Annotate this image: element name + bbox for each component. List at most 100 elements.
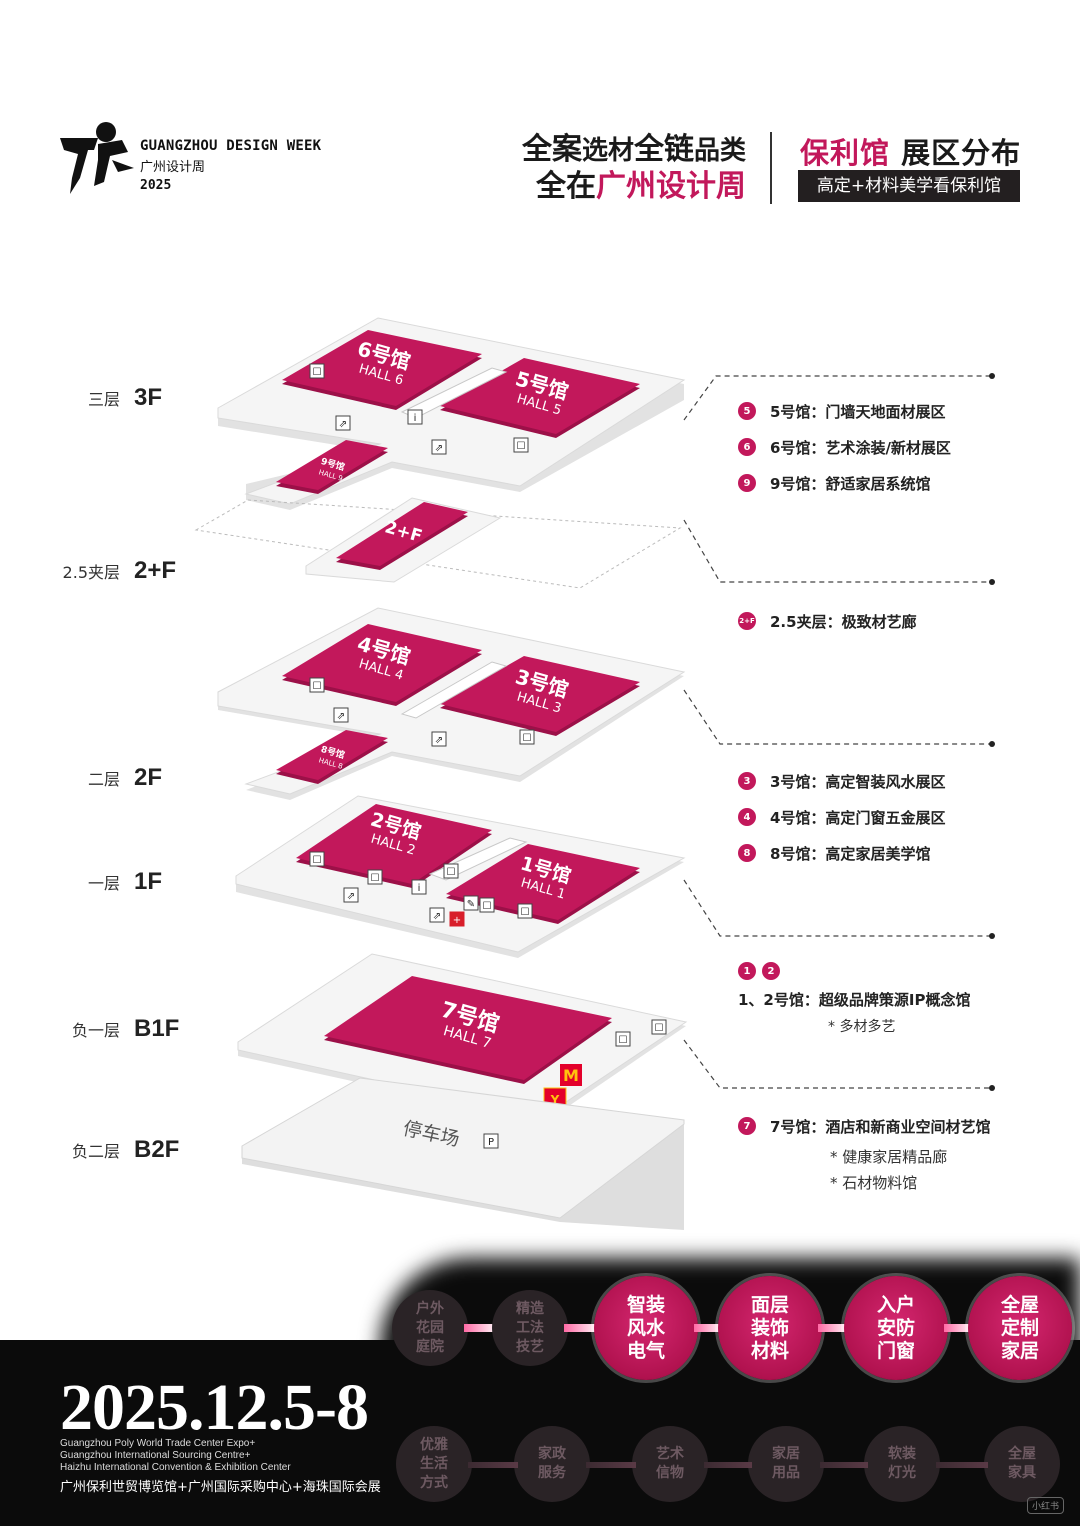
venue-english-line: Guangzhou Poly World Trade Center Expo+ [60,1438,256,1449]
hall-4-block[interactable] [282,624,482,702]
escalator-icon: ⇗ [343,887,359,903]
event-date: 2025.12.5-8 [60,1371,369,1444]
flow-arrow-faded [586,1462,636,1468]
category-circle-text: 电气 [626,1339,665,1362]
svg-text:i: i [418,883,421,894]
svg-text:M: M [563,1066,579,1085]
hall-number-badge: 4 [738,808,756,826]
venue-english-line: Haizhu International Convention & Exhibi… [60,1462,291,1473]
svg-text:☐: ☐ [521,907,530,918]
category-circle-text: 服务 [538,1465,566,1481]
floor-label-cn: 三层 [87,390,120,409]
category-circle-text: 方式 [420,1474,448,1491]
flow-arrow-faded [468,1462,518,1468]
svg-text:⇗: ⇗ [339,419,347,430]
svg-text:Y: Y [550,1093,560,1107]
slogan-word: 全链 [633,132,694,167]
connector-dots [989,373,995,1091]
page-title-text: 展区分布 [890,136,1022,170]
design-week-logo-icon [60,122,134,194]
service-icon: ☐ [443,863,459,879]
category-circle-text: 技艺 [516,1338,544,1355]
floor-label-cn: 负一层 [71,1021,120,1040]
floor-label-cn: 负二层 [71,1142,120,1161]
hall-6-block[interactable] [282,330,482,406]
category-circle-text: 智装 [626,1293,665,1316]
hall-2-block[interactable] [296,804,492,884]
svg-text:⇗: ⇗ [337,711,345,722]
restroom-icon: ☐ [309,677,325,693]
escalator-icon: ⇗ [431,439,447,455]
hall-number-badge: 1 [738,962,756,980]
floor-3f [217,317,686,510]
brand-name-cn: 广州设计周 [140,160,206,175]
category-circle: 户外花园庭院 [392,1290,468,1366]
category-circle-text: 全屋 [1008,1446,1036,1462]
hall-number-badge: 3 [738,772,756,790]
category-circle-text: 软装 [888,1446,916,1462]
svg-text:☐: ☐ [523,733,532,744]
parking-sign-icon: P [483,1133,499,1149]
floor-1f [235,795,686,958]
header-divider [770,132,772,204]
hall-7-block[interactable] [324,976,612,1080]
venue-chinese: 广州保利世贸博览馆+广州国际采购中心+海珠国际会展 [60,1480,381,1495]
floor-b1f: M Y [237,953,688,1118]
connector-lines [683,375,990,1089]
hall-number-badge: 2 [762,962,780,980]
flow-arrow [944,1324,974,1332]
category-circle-text: 家政 [538,1446,566,1462]
svg-text:+: + [453,915,461,926]
hall-8-block[interactable] [276,730,388,780]
mcdonalds-icon [560,1064,582,1086]
floor-2plusf [194,497,682,589]
slogan-word: 全案 [521,132,582,167]
category-circle-text: 庭院 [416,1338,444,1355]
restroom-icon: ☐ [309,363,325,379]
flow-arrow-faded [704,1462,752,1468]
hall-number-badge: 9 [738,474,756,492]
category-circle-text: 优雅 [420,1436,448,1453]
svg-text:☐: ☐ [447,867,456,878]
tool-icon: ✎ [463,895,479,911]
svg-text:☐: ☐ [483,901,492,912]
escalator-icon: ⇗ [335,415,351,431]
category-circle-text: 精造 [516,1300,544,1317]
page-title: 保利馆 展区分布 [800,130,1021,172]
category-circle-text: 工法 [516,1319,544,1336]
slogan-word: 全在 [536,169,596,204]
hall-5-block[interactable] [440,358,640,434]
brand-name-en: GUANGZHOU DESIGN WEEK [140,138,322,154]
svg-text:☐: ☐ [313,367,322,378]
category-circle-text: 花园 [416,1319,444,1336]
hall-3-block[interactable] [440,656,640,732]
hall-number-badge: 8 [738,844,756,862]
category-circle-text: 灯光 [888,1465,916,1481]
hall-9-block[interactable] [276,440,388,490]
floor-label-code: 2F [134,764,163,791]
category-circle-text: 信物 [656,1465,684,1481]
hall-2plusf-block[interactable] [336,502,468,566]
category-circle-text: 艺术 [656,1446,684,1462]
slogan-line-1: 全案选材全链品类 [522,132,746,169]
luggage-icon: ☐ [367,869,383,885]
info-icon: i [411,879,427,895]
category-circle-text: 家具 [1008,1465,1036,1481]
floor-label-cn: 二层 [87,770,120,789]
restroom-icon: ☐ [517,903,533,919]
category-circle-faded: 家居用品 [748,1426,824,1502]
venue-english: Guangzhou Poly World Trade Center Expo+ … [60,1438,291,1474]
hall-number-badge: 5 [738,402,756,420]
